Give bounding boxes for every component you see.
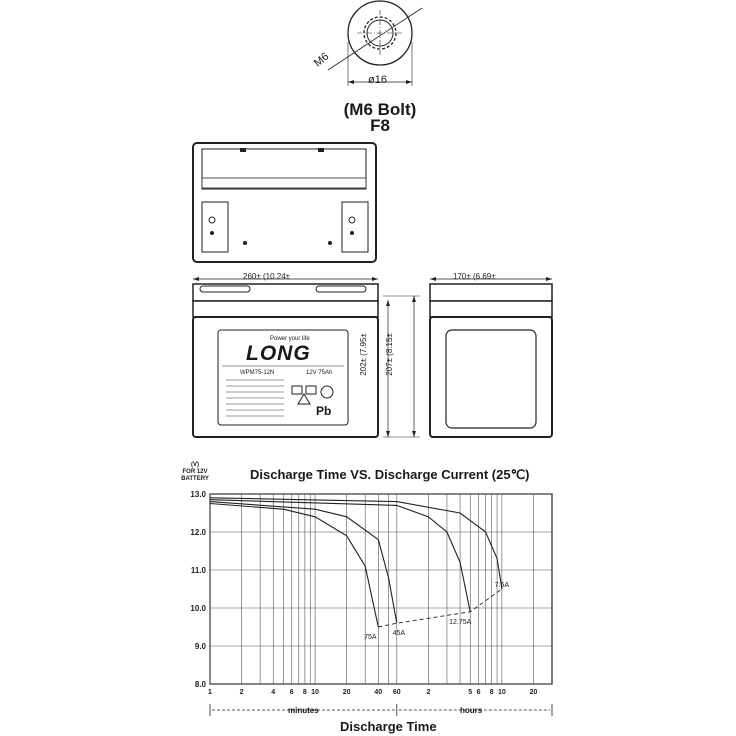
x-tick-label: 40 [374, 689, 382, 696]
battery-front-view [192, 277, 420, 438]
battery-top-view [192, 142, 377, 263]
x-tick-label: 1 [208, 689, 212, 696]
x-tick-label: 5 [468, 689, 472, 696]
bolt-title: (M6 Bolt) [343, 100, 417, 119]
x-tick-label: 60 [393, 689, 401, 696]
chart-frame [209, 493, 553, 685]
x-tick-label: 6 [477, 689, 481, 696]
y-tick-label: 10.0 [190, 604, 206, 613]
model-number: WPM75-12N [240, 370, 275, 376]
y-tick-label: 8.0 [195, 680, 207, 689]
minutes-label: minutes [288, 706, 319, 715]
x-tick-label: 10 [498, 689, 506, 696]
length-dimension: 260± (10.24± [243, 272, 291, 281]
brand-tagline: Power your life [270, 336, 310, 342]
x-tick-label: 6 [290, 689, 294, 696]
curve-label: 75A [364, 634, 377, 641]
width-dimension: 170± (6.69± [453, 272, 496, 281]
x-tick-label: 20 [343, 689, 351, 696]
x-axis-title: Discharge Time [340, 719, 437, 734]
curve-label: 12.75A [449, 619, 472, 626]
x-tick-label: 4 [271, 689, 275, 696]
hours-label: hours [460, 706, 483, 715]
x-tick-label: 2 [240, 689, 244, 696]
x-tick-label: 8 [303, 689, 307, 696]
curve-label: 7.5A [495, 582, 510, 589]
bolt-subtitle: F8 [370, 116, 390, 135]
bolt-diameter-label: ø16 [368, 74, 387, 86]
y-tick-label: 9.0 [195, 642, 207, 651]
x-tick-label: 8 [490, 689, 494, 696]
y-tick-label: 13.0 [190, 490, 206, 499]
discharge-curve [209, 502, 379, 628]
battery-side-view [429, 277, 553, 438]
curve-label: 45A [393, 630, 406, 637]
y-axis-unit: (V) FOR 12V BATTERY [181, 462, 209, 482]
discharge-curve [209, 501, 398, 624]
discharge-curve [209, 499, 471, 612]
cutoff-voltage-curve [378, 588, 503, 628]
x-tick-label: 20 [530, 689, 538, 696]
recycle-mark: Pb [316, 404, 332, 418]
x-tick-label: 10 [311, 689, 319, 696]
discharge-curve [209, 497, 503, 590]
x-tick-label: 2 [426, 689, 430, 696]
y-tick-label: 12.0 [190, 528, 206, 537]
battery-rating: 12V 75Ah [306, 370, 333, 376]
brand-logo: LONG [246, 342, 311, 365]
chart-title: Discharge Time VS. Discharge Current (25… [250, 467, 530, 482]
y-tick-label: 11.0 [191, 566, 207, 575]
bolt-terminal-drawing [327, 0, 423, 86]
